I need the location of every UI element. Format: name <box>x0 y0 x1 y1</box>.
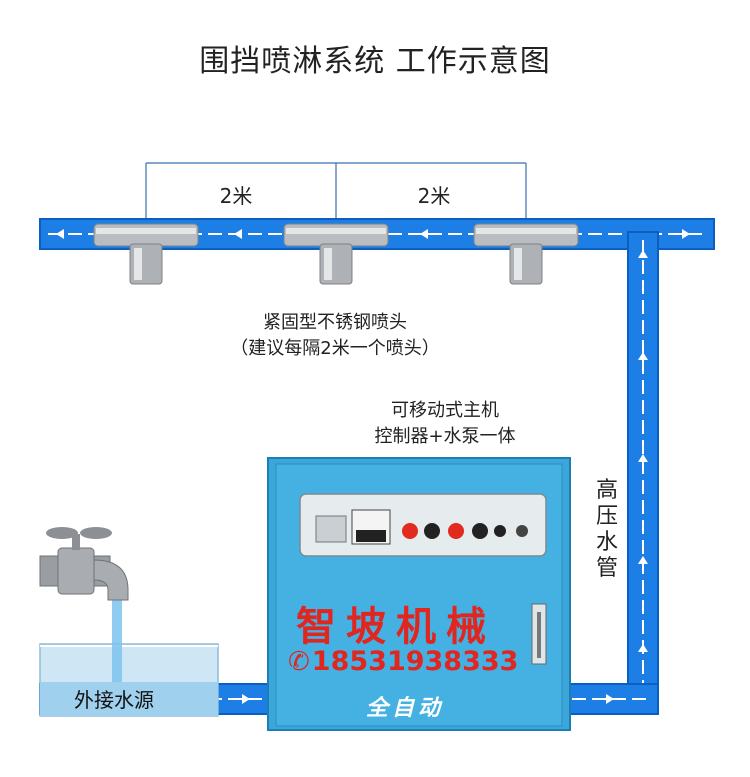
water-basin <box>39 643 219 717</box>
host-caption-line1: 可移动式主机 <box>391 400 499 421</box>
diagram-title: 围挡喷淋系统 工作示意图 <box>199 44 551 79</box>
nozzle-caption-line1: 紧固型不锈钢喷头 <box>263 312 407 333</box>
spacing-label-right: 2米 <box>417 184 451 208</box>
pipe-label-char: 水 <box>595 530 618 555</box>
spacing-label-left: 2米 <box>219 184 253 208</box>
host-caption: 可移动式主机 控制器+水泵一体 <box>330 398 560 450</box>
nozzle-right <box>473 223 579 285</box>
auto-text: 全自动 <box>366 696 445 721</box>
pipe-label-char: 管 <box>595 556 618 581</box>
phone-number: 18531938333 <box>311 646 519 677</box>
pipe-label-char: 高 <box>595 478 618 503</box>
host-caption-line2: 控制器+水泵一体 <box>374 426 516 447</box>
brand-text: 智坡机械 <box>296 604 496 650</box>
nozzle-caption-line2: （建议每隔2米一个喷头） <box>230 338 440 359</box>
water-stream <box>112 592 122 682</box>
nozzle-caption: 紧固型不锈钢喷头 （建议每隔2米一个喷头） <box>190 310 480 362</box>
faucet-icon <box>39 527 129 601</box>
pipe-label: 高 压 水 管 <box>592 478 622 582</box>
pipe-label-char: 压 <box>595 504 618 529</box>
phone-icon: ✆ <box>288 646 310 677</box>
flow-arrows <box>56 229 690 704</box>
dimension-lines <box>145 162 527 222</box>
nozzle-middle <box>283 223 389 285</box>
water-source-label: 外接水源 <box>74 688 154 712</box>
nozzle-left <box>93 223 199 285</box>
control-cabinet <box>267 457 571 731</box>
phone-row: ✆ 18531938333 <box>288 646 518 677</box>
